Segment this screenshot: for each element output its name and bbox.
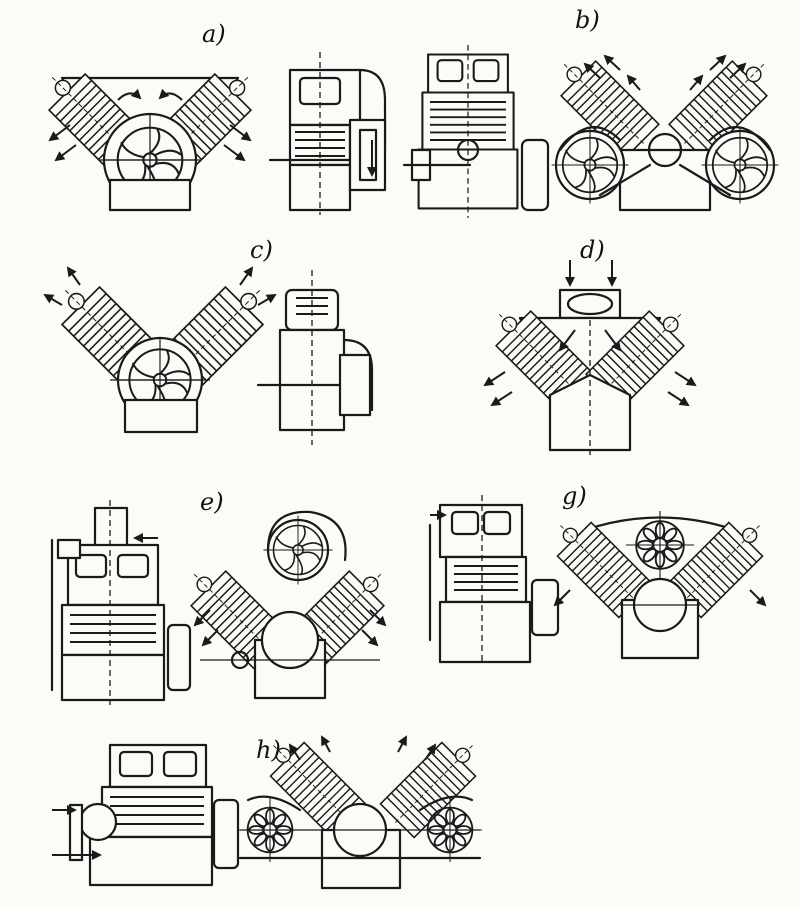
panel-label-b: b)	[575, 6, 600, 34]
panel-g-side-view	[428, 495, 560, 665]
panel-h-side-view	[52, 743, 240, 887]
panel-e-side-view	[50, 500, 192, 705]
panel-label-h: h)	[256, 736, 281, 764]
panel-label-e: e)	[200, 488, 224, 516]
panel-a-drawing	[33, 58, 267, 212]
panel-label-a: a)	[202, 20, 226, 48]
panel-label-d: d)	[580, 236, 605, 264]
panel-label-c: c)	[250, 236, 273, 264]
panel-c-side-view	[256, 270, 374, 445]
panel-h-drawing	[237, 727, 491, 890]
panel-c-drawing	[43, 266, 280, 434]
panel-d-drawing	[481, 260, 699, 455]
panel-a-side-view	[268, 52, 387, 215]
panel-label-g: g)	[562, 482, 587, 510]
panel-e-drawing	[176, 510, 399, 700]
panel-b-drawing	[546, 46, 782, 212]
panel-b-side-view	[402, 43, 550, 219]
panel-g-drawing	[542, 507, 778, 660]
